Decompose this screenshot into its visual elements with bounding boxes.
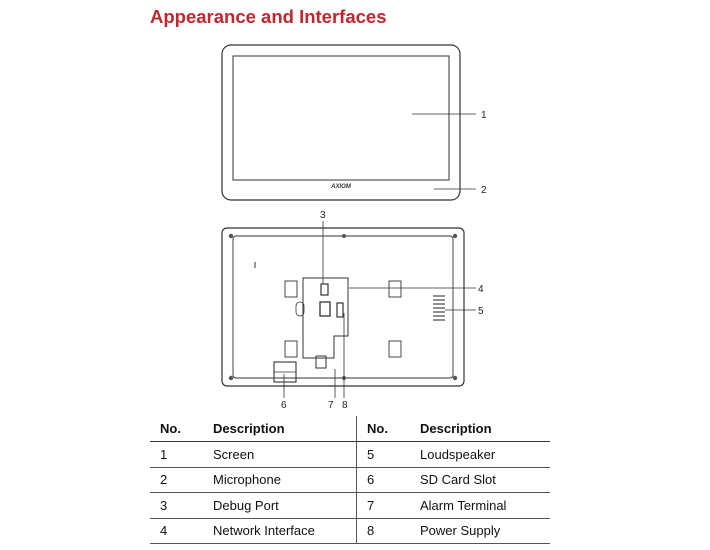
cell-no: 3: [150, 492, 203, 519]
cell-description: Loudspeaker: [410, 441, 550, 468]
brand-logo: AXIOM: [330, 184, 352, 190]
rear-housing: [221, 227, 465, 387]
cell-no: 8: [356, 518, 410, 544]
callout-label-4: 4: [478, 284, 484, 295]
header-no-right: No.: [356, 416, 410, 442]
cell-no: 1: [150, 441, 203, 468]
callout-label-2: 2: [481, 185, 487, 196]
corner-screws: [228, 233, 458, 381]
header-no-left: No.: [150, 416, 203, 442]
callout-lines: [283, 221, 476, 398]
cell-no: 2: [150, 467, 203, 493]
interface-table: No. Description No. Description 1 Screen…: [150, 416, 550, 544]
cell-description: Alarm Terminal: [410, 492, 550, 519]
callout-label-7: 7: [328, 400, 334, 410]
cell-no: 6: [356, 467, 410, 493]
device-diagram: AXIOM 1 2: [221, 44, 487, 410]
table-row: 2 Microphone 6 SD Card Slot: [150, 467, 550, 493]
power-supply-terminal: [336, 302, 344, 318]
mounting-brackets: [284, 280, 402, 358]
header-description-left: Description: [203, 416, 357, 442]
network-interface: [319, 301, 331, 317]
cell-description: SD Card Slot: [410, 467, 550, 493]
front-view: [221, 44, 476, 201]
cell-no: 4: [150, 518, 203, 544]
callout-label-5: 5: [478, 306, 484, 317]
rear-view: [221, 221, 476, 398]
cell-description: Debug Port: [203, 492, 357, 519]
cell-description: Microphone: [203, 467, 357, 493]
plate-slot: [295, 301, 305, 317]
callout-label-6: 6: [281, 400, 287, 410]
screen-panel: [232, 55, 450, 181]
table-row: 4 Network Interface 8 Power Supply: [150, 518, 550, 544]
callout-label-8: 8: [342, 400, 348, 410]
front-housing: [221, 44, 461, 201]
alarm-terminal-block: [315, 355, 327, 369]
callout-label-1: 1: [481, 110, 487, 121]
cell-description: Screen: [203, 441, 357, 468]
mounting-plate: [302, 277, 349, 359]
cell-no: 7: [356, 492, 410, 519]
loudspeaker-grille: [433, 295, 445, 321]
callout-label-3: 3: [320, 210, 326, 221]
cell-no: 5: [356, 441, 410, 468]
cell-description: Network Interface: [203, 518, 357, 544]
page-title: Appearance and Interfaces: [150, 6, 387, 27]
header-description-right: Description: [410, 416, 550, 442]
cell-description: Power Supply: [410, 518, 550, 544]
debug-port: [320, 283, 329, 296]
table-row: 3 Debug Port 7 Alarm Terminal: [150, 492, 550, 519]
table-header-row: No. Description No. Description: [150, 416, 550, 442]
table-row: 1 Screen 5 Loudspeaker: [150, 441, 550, 468]
